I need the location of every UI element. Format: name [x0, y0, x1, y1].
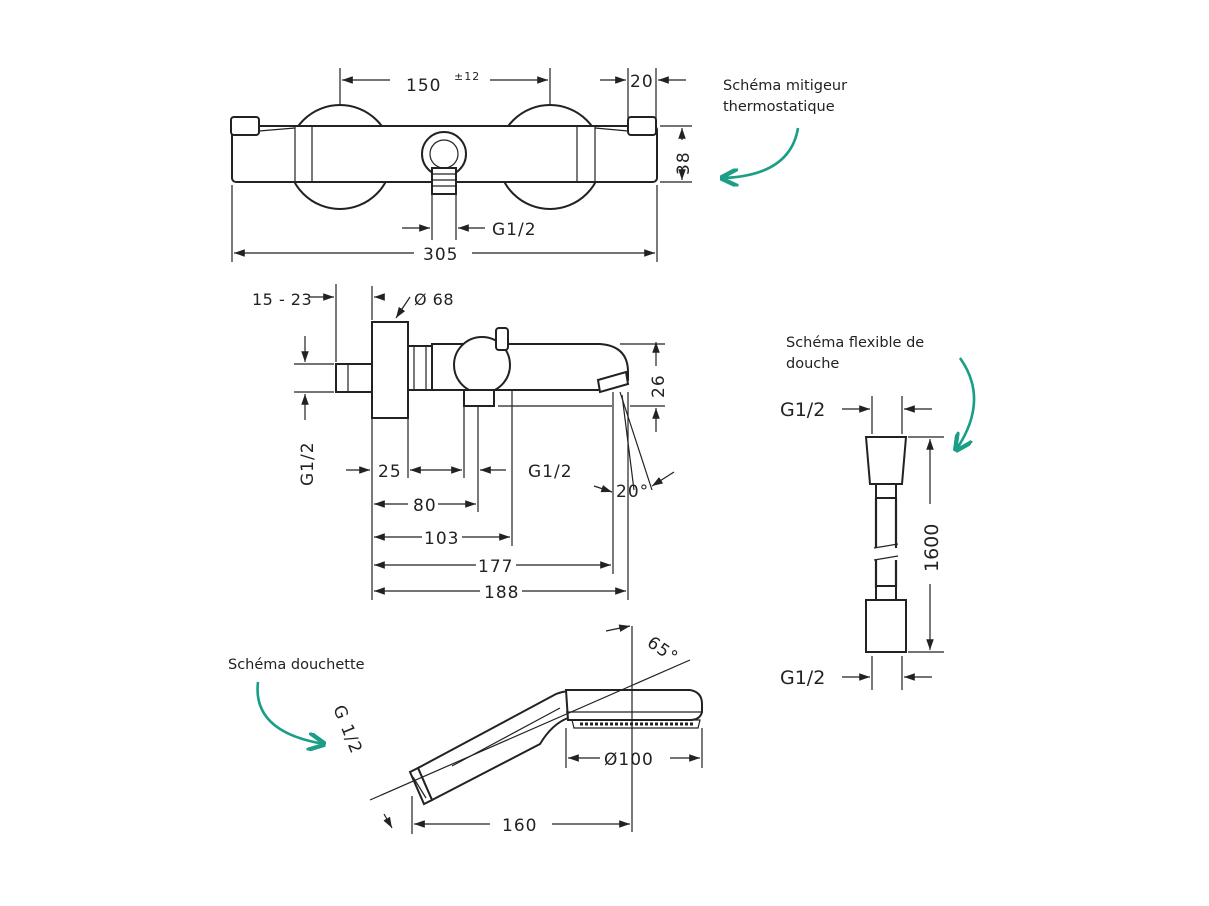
dim-outlet-thread-side: G1/2 — [528, 462, 573, 482]
dim-spout-height: 26 — [649, 374, 669, 398]
dim-150: 150 — [406, 76, 441, 96]
dim-25: 25 — [378, 462, 402, 482]
dim-150-tolerance: ±12 — [454, 70, 480, 83]
dim-handshower-thread: G 1/2 — [328, 702, 366, 757]
dim-hose-thread-top: G1/2 — [780, 399, 825, 421]
dim-188: 188 — [484, 583, 519, 603]
shower-handle — [416, 690, 576, 802]
hose-lower — [874, 560, 898, 588]
dim-outlet-thread: G1/2 — [492, 220, 537, 240]
handle-thread — [408, 766, 434, 806]
dim-inlet-thread: G1/2 — [298, 441, 318, 486]
dim-handshower-length: 160 — [502, 816, 537, 836]
dim-80: 80 — [413, 496, 437, 516]
dim-177: 177 — [478, 557, 513, 577]
shower-hose: G1/2 1600 G1/2 — [780, 396, 944, 690]
dim-38: 38 — [674, 151, 694, 175]
hose-top-nut — [864, 436, 908, 485]
mixer-caption: Schéma mitigeur thermostatique — [723, 78, 848, 115]
hose-caption: Schéma flexible de douche — [786, 335, 925, 372]
aerator — [596, 370, 630, 394]
dim-spout-angle: 20° — [616, 482, 649, 502]
mixer-front-view: 150 ±12 20 38 G1/2 305 — [230, 68, 694, 265]
dim-305: 305 — [423, 245, 458, 265]
handshower-callout-arrow — [256, 681, 324, 744]
hose-upper — [874, 498, 898, 548]
left-handle-cap — [230, 116, 260, 136]
outlet-fitting — [463, 389, 495, 407]
right-handle-cap — [627, 116, 657, 136]
dim-hose-thread-bottom: G1/2 — [780, 667, 825, 689]
mixer-side-view: 15 - 23 Ø 68 G1/2 26 25 — [252, 284, 675, 603]
hose-bottom-nut — [865, 599, 907, 653]
handshower-caption: Schéma douchette — [228, 657, 365, 673]
dim-handshower-angle: 65° — [643, 633, 682, 668]
escutcheon — [371, 321, 409, 419]
dim-escutcheon-diameter: Ø 68 — [414, 290, 454, 309]
hose-callout-arrow — [956, 357, 976, 450]
dim-20: 20 — [630, 72, 654, 92]
spray-face — [571, 719, 701, 729]
outlet-nut — [431, 167, 457, 195]
connection-nut — [407, 345, 433, 391]
dim-103: 103 — [424, 529, 459, 549]
dim-inlet-offset: 15 - 23 — [252, 290, 312, 309]
inlet-fitting — [335, 363, 373, 393]
mixer-callout-arrow — [722, 127, 800, 178]
dim-handshower-diameter: Ø100 — [604, 750, 654, 770]
knob-lever — [495, 327, 509, 351]
dim-hose-length: 1600 — [921, 524, 943, 572]
